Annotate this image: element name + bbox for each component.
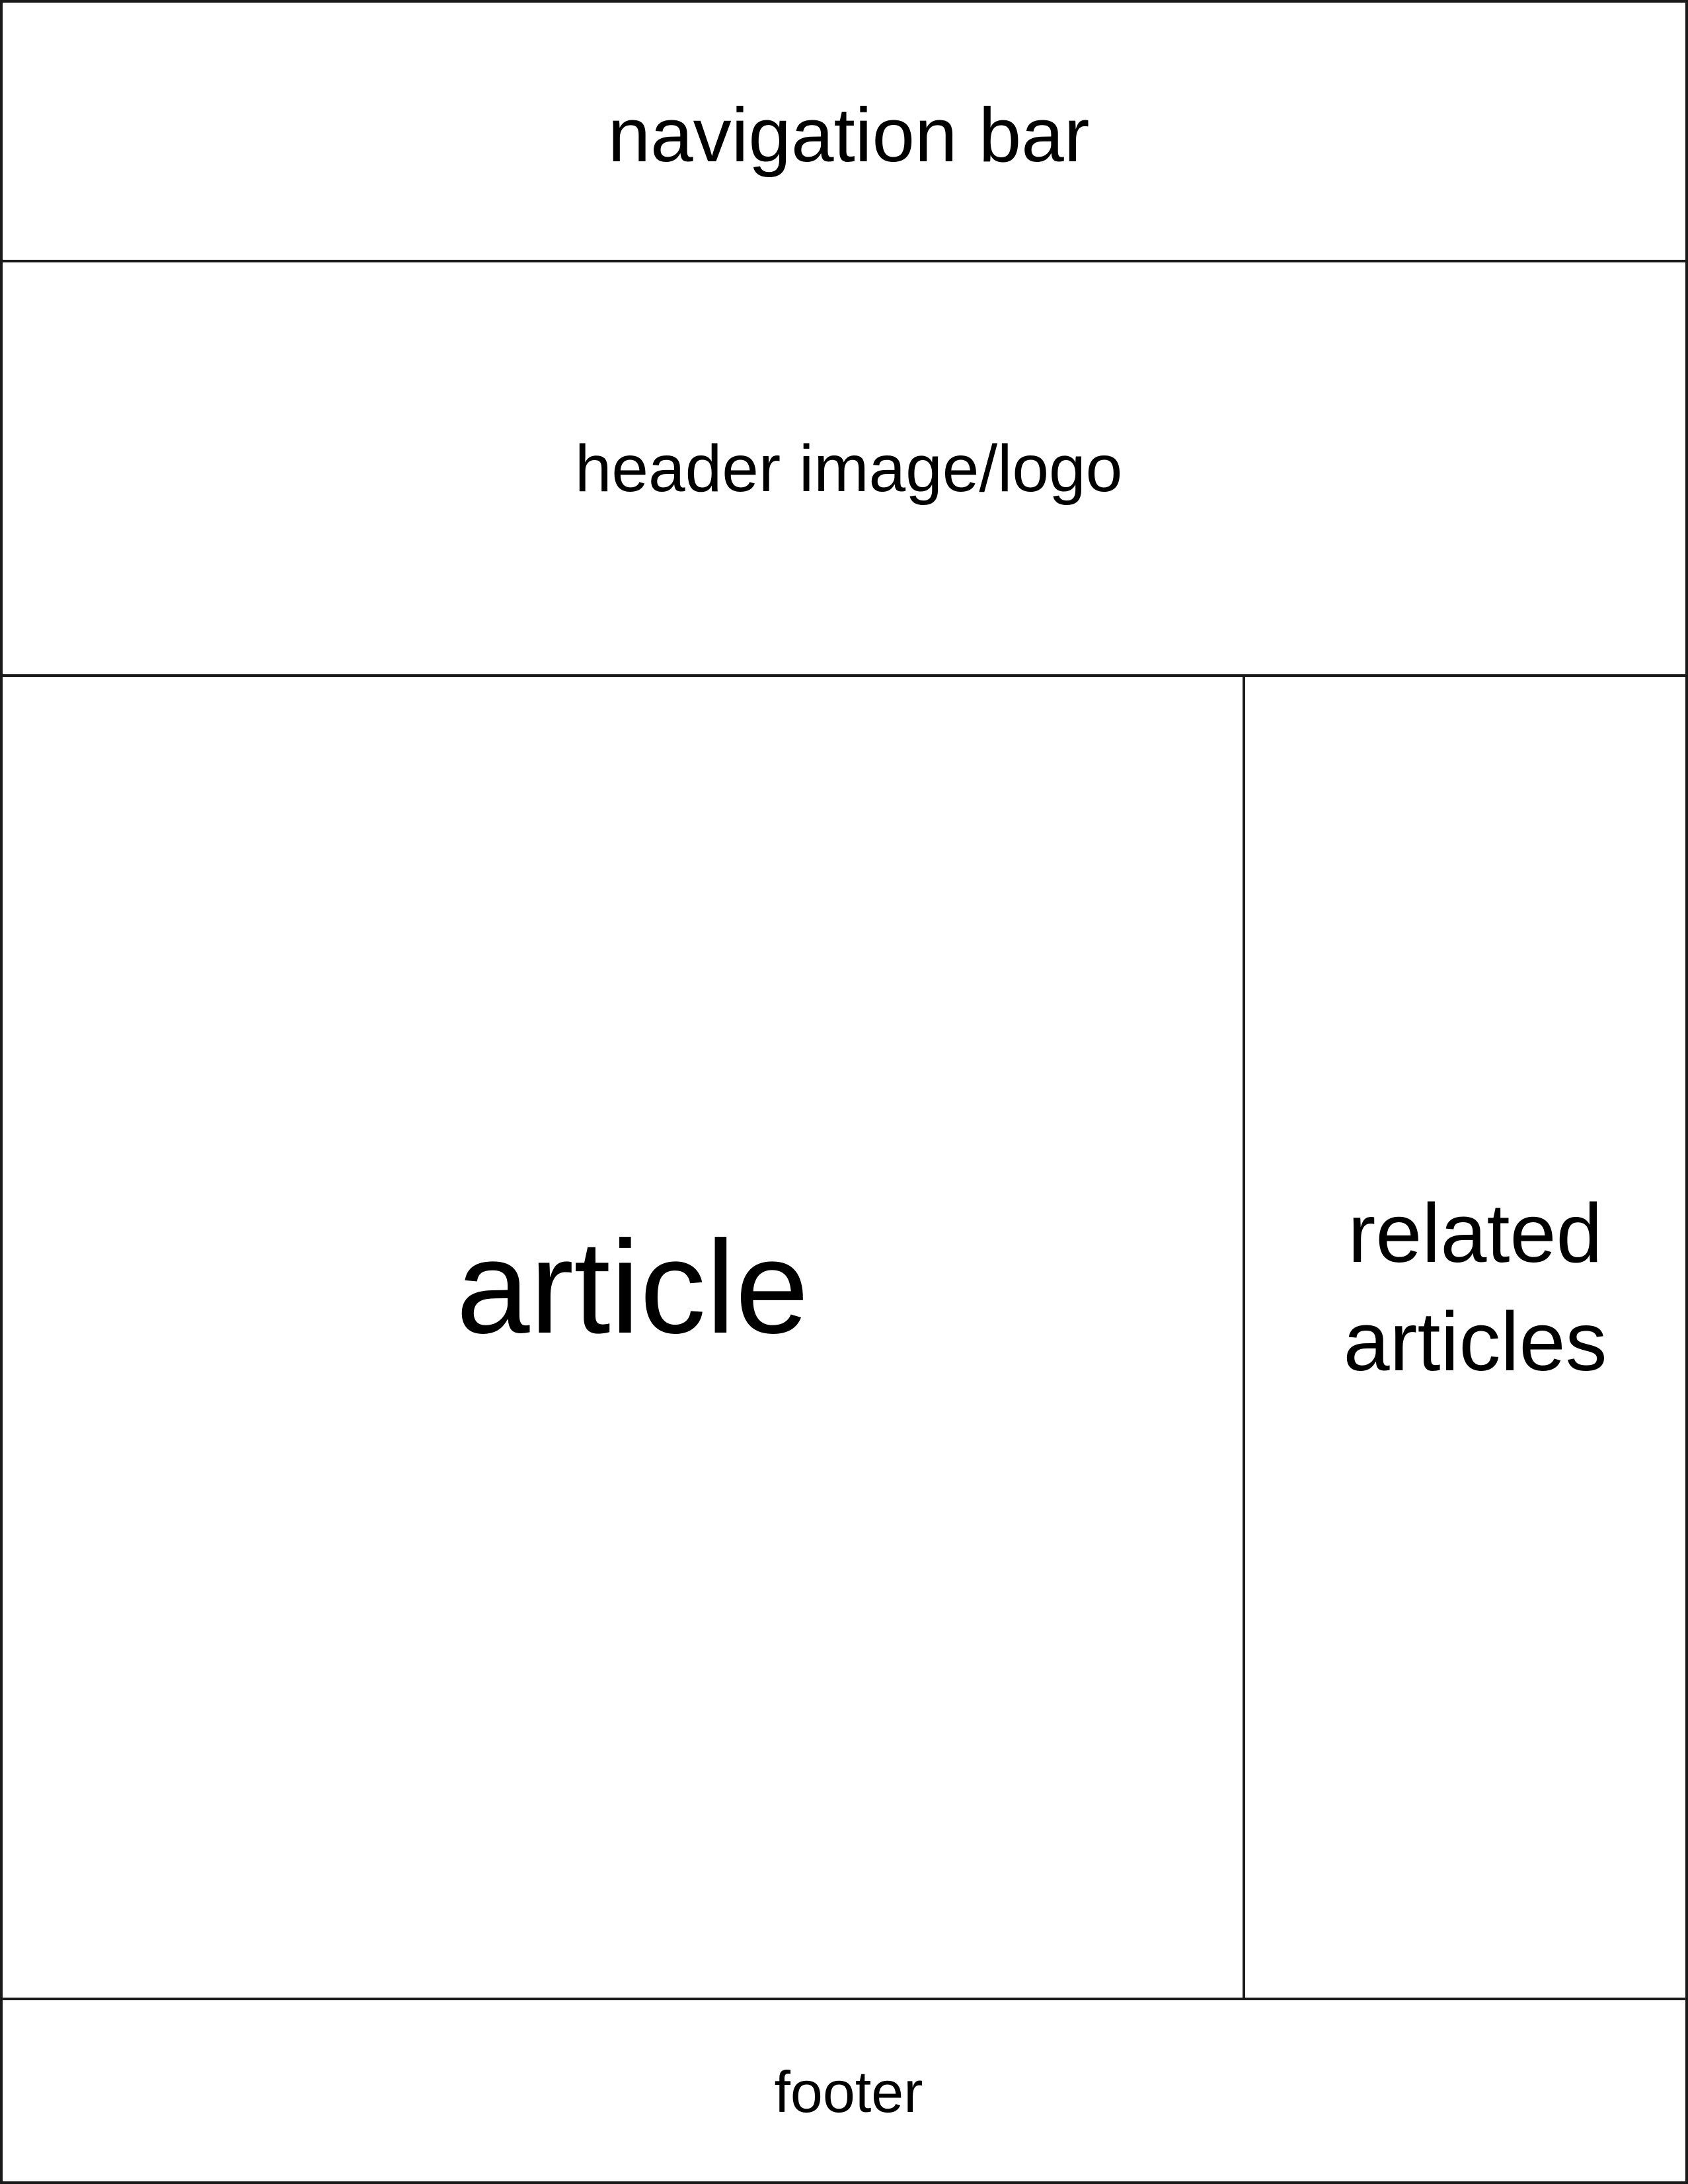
- navigation-bar-label: navigation bar: [607, 91, 1090, 178]
- related-articles-label: related articles: [1343, 1187, 1607, 1388]
- header-image-logo-label: header image/logo: [574, 431, 1123, 506]
- header-image-logo-region: header image/logo: [3, 262, 1685, 677]
- article-label: article: [456, 1214, 809, 1361]
- article-region: article: [3, 677, 1245, 1998]
- related-articles-region[interactable]: related articles: [1245, 677, 1685, 1998]
- footer-label: footer: [774, 2058, 923, 2125]
- navigation-bar-region[interactable]: navigation bar: [3, 3, 1685, 262]
- footer-region: footer: [3, 1998, 1685, 2181]
